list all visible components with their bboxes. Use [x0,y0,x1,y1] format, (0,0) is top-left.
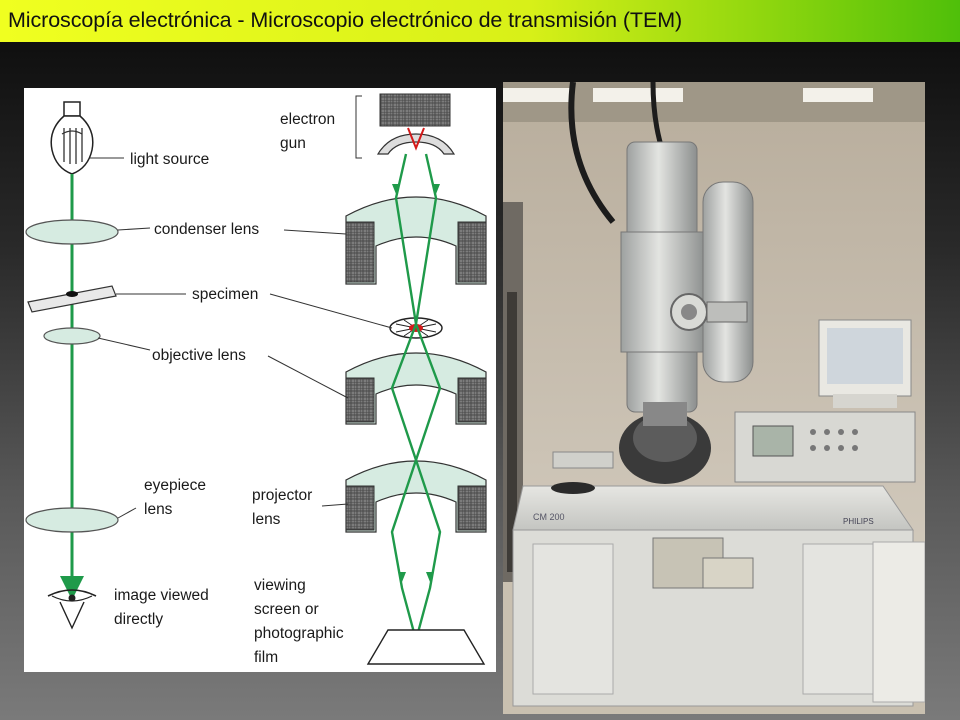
eyepiece-lens-glass [25,507,119,533]
light-bulb-icon [50,101,94,175]
em-condenser-lens [345,196,487,285]
label-screen-line4: film [254,649,278,666]
right-leader-lines [267,229,393,507]
console-brand-label: PHILIPS [843,517,874,526]
label-projector-line1: projector [252,487,312,504]
label-electron-gun-line2: gun [280,135,306,152]
label-specimen: specimen [192,286,258,303]
eye-icon [47,589,97,630]
label-objective-lens: objective lens [152,347,246,364]
diagram-svg: light source condenser lens specimen obj… [25,93,487,666]
label-screen-line2: screen or [254,601,319,618]
console-model-label: CM 200 [533,512,565,522]
label-eyepiece-line1: eyepiece [144,477,206,494]
electron-gun-block [379,93,451,127]
tem-photo-svg: CM 200 PHILIPS [503,82,925,714]
label-light-source: light source [130,151,209,168]
specimen-slide [27,285,117,313]
em-projector-lens [345,460,487,533]
condenser-lens-glass [25,219,119,245]
slide-title: Microscopía electrónica - Microscopio el… [8,8,683,32]
label-eyepiece-line2: lens [144,501,173,518]
label-electron-gun-line1: electron [280,111,335,128]
em-objective-lens [345,352,487,425]
electron-gun-anode [376,133,456,155]
beam-arrows [392,184,440,582]
label-projector-line2: lens [252,511,281,528]
viewing-screen [366,629,486,665]
gun-bracket [355,95,362,159]
objective-lens-glass [43,327,101,345]
label-image-line1: image viewed [114,587,209,604]
label-image-line2: directly [114,611,163,628]
label-screen-line1: viewing [254,577,306,594]
label-screen-line3: photographic [254,625,344,642]
microscope-comparison-diagram: light source condenser lens specimen obj… [24,88,496,672]
left-leader-lines [90,157,186,519]
tem-photo: CM 200 PHILIPS [503,82,925,714]
title-bar: Microscopía electrónica - Microscopio el… [0,0,960,42]
electron-source-icon [407,127,425,151]
label-condenser-lens: condenser lens [154,221,259,238]
electron-beam [390,153,442,641]
specimen-dot [66,291,78,297]
